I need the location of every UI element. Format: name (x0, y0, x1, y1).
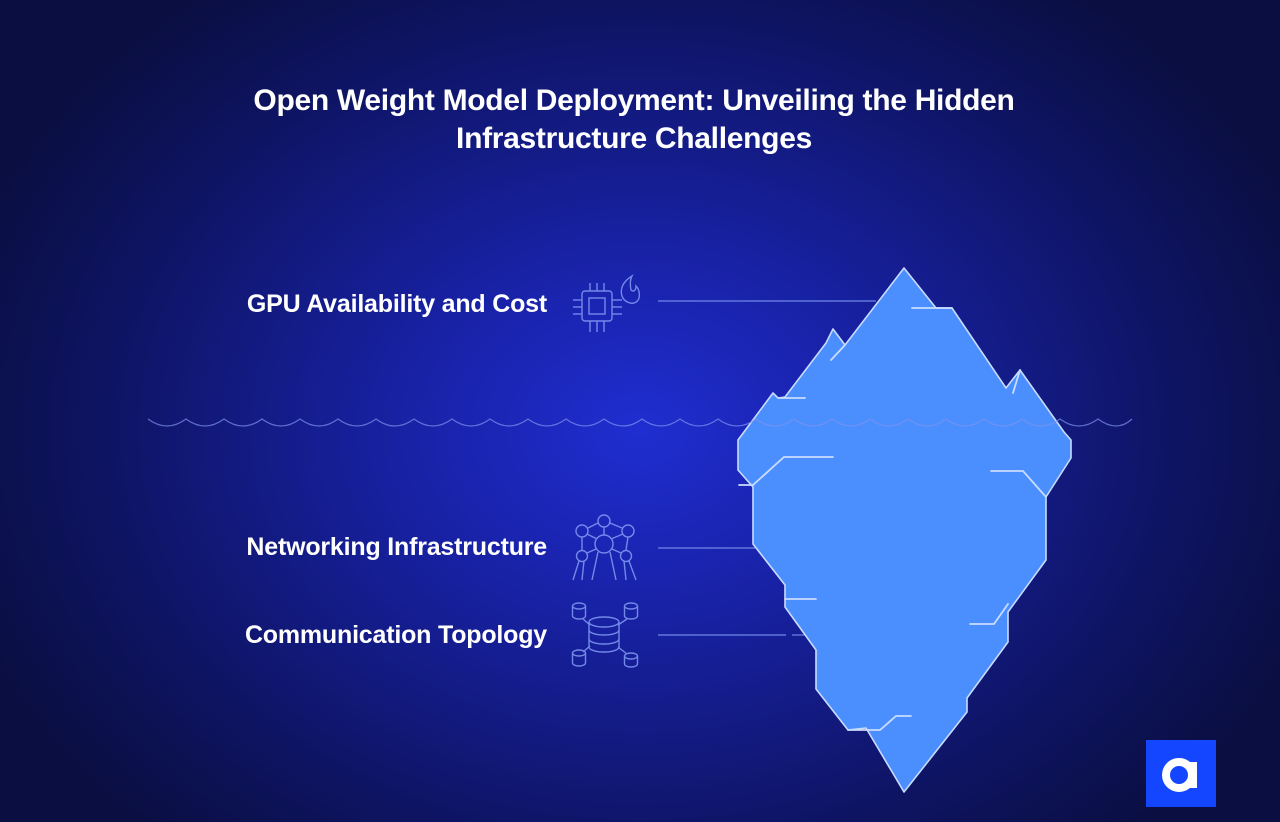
brand-a-logo-icon (1162, 757, 1197, 792)
water-line (147, 418, 1133, 427)
database-topology-icon (571, 602, 639, 668)
gpu-chip-flame-icon (573, 274, 641, 332)
page-title: Open Weight Model Deployment: Unveiling … (0, 82, 1268, 158)
label-communication-topology: Communication Topology (244, 621, 547, 649)
iceberg-cracks (738, 307, 1047, 731)
iceberg-body (737, 267, 1072, 793)
iceberg (737, 267, 1072, 793)
label-gpu-availability: GPU Availability and Cost (246, 290, 547, 318)
title-line-1: Open Weight Model Deployment: Unveiling … (253, 84, 1015, 117)
network-nodes-icon (572, 514, 637, 581)
brand-logo (1146, 740, 1216, 807)
title-line-2: Infrastructure Challenges (456, 122, 812, 155)
label-networking-infrastructure: Networking Infrastructure (246, 533, 547, 561)
